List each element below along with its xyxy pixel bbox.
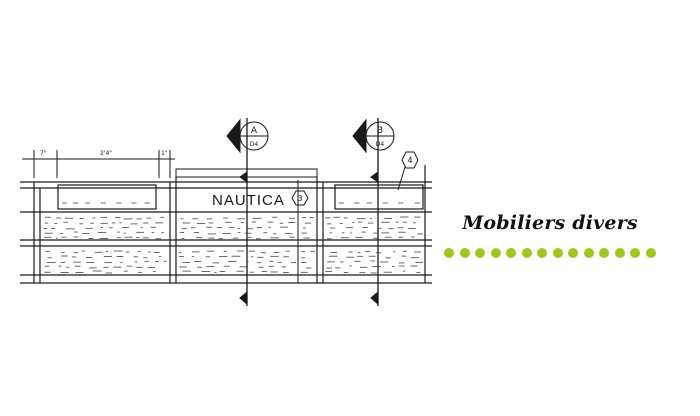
divider-dot	[583, 248, 594, 258]
sign-text: NAUTICA	[212, 192, 285, 209]
sign-tag-hexagon	[291, 190, 309, 206]
dimension-label-left: 7"	[40, 150, 47, 157]
section-marker-a	[226, 118, 269, 154]
backrest-panel-left	[57, 184, 157, 210]
section-b-sheet: D4	[376, 141, 385, 148]
section-marker-b	[352, 118, 395, 154]
dimension-label-right: 1"	[161, 150, 168, 157]
divider-dot	[459, 248, 470, 258]
divider-dot	[506, 248, 517, 258]
section-a-sheet: D4	[250, 141, 259, 148]
section-arrow-a	[239, 290, 248, 306]
bench-rails	[20, 181, 432, 284]
architectural-elevation-drawing: 7" 2'4" 1" NAUTICA 3 A D4 B D4 4	[20, 118, 432, 306]
divider-dot	[475, 248, 486, 258]
section-a-letter: A	[251, 126, 258, 136]
divider-dot	[614, 248, 625, 258]
section-arrow-b	[370, 290, 379, 306]
divider-dot	[568, 248, 579, 258]
section-title: Mobiliers divers	[462, 212, 638, 234]
divider-dot	[521, 248, 532, 258]
dimension-line	[22, 150, 175, 178]
backrest-panel-right	[334, 184, 424, 210]
dimension-label-middle: 2'4"	[100, 150, 112, 157]
divider-dot	[537, 248, 548, 258]
divider-dot	[552, 248, 563, 258]
bench-hatching	[43, 202, 423, 274]
detail-tag-hexagon	[397, 151, 419, 191]
dot-divider	[444, 246, 656, 260]
sign-tag-number: 3	[297, 194, 302, 203]
bench-posts	[33, 165, 426, 283]
divider-dot	[490, 248, 501, 258]
divider-dot	[599, 248, 610, 258]
section-b-letter: B	[377, 126, 383, 136]
detail-tag-number: 4	[407, 156, 412, 165]
divider-dot	[645, 248, 656, 258]
divider-dot	[630, 248, 641, 258]
divider-dot	[444, 248, 454, 258]
